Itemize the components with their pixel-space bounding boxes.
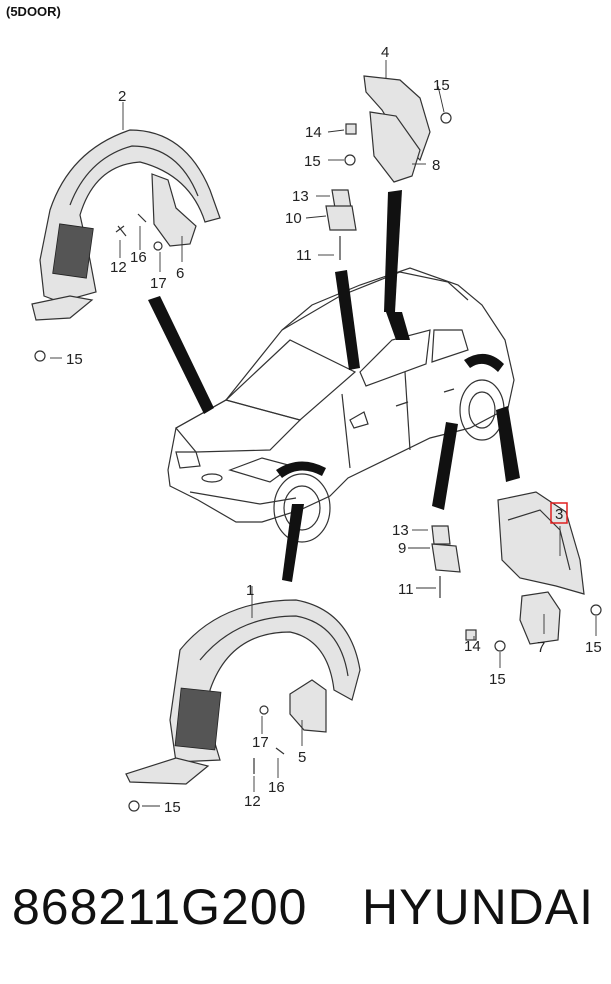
mud-flap-8 xyxy=(369,111,421,183)
side-mirror xyxy=(349,411,369,429)
guard-body-2 xyxy=(39,129,221,303)
windshield xyxy=(224,339,357,421)
bolt-16-b xyxy=(275,747,285,755)
rear-wheel-guard-3 xyxy=(497,491,585,595)
guard-flap-1 xyxy=(125,757,210,785)
callout-15-mid: 15 xyxy=(304,153,321,170)
mud-guard-6 xyxy=(151,173,197,247)
callout-17-top: 17 xyxy=(150,275,167,292)
callout-17-bottom: 17 xyxy=(252,734,269,751)
band-part4-tip xyxy=(386,312,410,340)
nut-17-a xyxy=(153,241,163,251)
rear-door-window xyxy=(431,329,469,363)
bracket-10 xyxy=(325,205,357,231)
callout-13-right: 13 xyxy=(392,522,409,539)
front-door-handle xyxy=(395,401,409,407)
wheel-guard-front-lower xyxy=(125,599,361,785)
guard-grille-1 xyxy=(174,687,222,751)
callout-15-right: 15 xyxy=(489,671,506,688)
callout-10: 10 xyxy=(285,210,302,227)
screw-15-c xyxy=(344,154,356,166)
callout-9: 9 xyxy=(398,540,406,557)
callout-3: 3 xyxy=(555,506,563,523)
rear-mud-flap-7 xyxy=(519,591,561,645)
rear-door-handle xyxy=(443,388,455,393)
bumper-line xyxy=(189,491,297,505)
rear-arch-highlight xyxy=(464,353,504,372)
screw-15-b xyxy=(440,112,452,124)
callout-2: 2 xyxy=(118,88,126,105)
guard-body-1 xyxy=(169,599,361,763)
callout-13-top: 13 xyxy=(292,188,309,205)
leader-lines xyxy=(50,60,597,807)
hood xyxy=(175,399,302,453)
callout-8: 8 xyxy=(432,157,440,174)
fasteners xyxy=(34,112,602,812)
callout-16-top: 16 xyxy=(130,249,147,266)
callout-1: 1 xyxy=(246,582,254,599)
car-body xyxy=(167,267,515,523)
bolt-16-a xyxy=(137,213,147,223)
callout-7: 7 xyxy=(537,639,545,656)
guard-rib-2 xyxy=(69,145,199,206)
guard-flap-2 xyxy=(31,295,94,321)
wheel-guard-front-upper xyxy=(31,129,221,321)
clip-13-b xyxy=(431,525,451,545)
variant-label: (5DOOR) xyxy=(6,4,61,19)
callout-12-top: 12 xyxy=(110,259,127,276)
guard-rib-1 xyxy=(199,615,349,677)
callout-6: 6 xyxy=(176,265,184,282)
part-number: 868211G200 xyxy=(12,879,308,935)
front-wheel xyxy=(273,473,331,543)
screw-15-a xyxy=(34,350,46,362)
front-door-window xyxy=(359,329,431,387)
band-part1 xyxy=(282,504,304,582)
brand-name: HYUNDAI xyxy=(362,879,595,935)
front-wheel-hub xyxy=(283,485,321,531)
callout-15-far-right: 15 xyxy=(585,639,602,656)
bolt-12-a xyxy=(115,225,127,237)
rear-guard-rib-3 xyxy=(507,509,571,571)
clip-14-a xyxy=(345,123,357,135)
rear-door-line xyxy=(404,371,411,451)
callout-15-left: 15 xyxy=(66,351,83,368)
band-part9 xyxy=(432,422,458,510)
callout-15-top: 15 xyxy=(433,77,450,94)
callout-labels: 2 4 15 14 15 8 13 10 11 12 16 17 6 15 1 … xyxy=(66,44,602,816)
callout-15-bottom: 15 xyxy=(164,799,181,816)
callout-11-right: 11 xyxy=(398,581,414,598)
band-part3 xyxy=(496,406,520,482)
band-part4 xyxy=(384,190,402,312)
screw-15-e xyxy=(590,604,602,616)
callout-14-top: 14 xyxy=(305,124,322,141)
callout-11-top: 11 xyxy=(296,247,312,264)
car-roof xyxy=(281,271,469,331)
rear-wheel-hub xyxy=(468,391,496,429)
mud-guard-5 xyxy=(289,679,327,733)
clip-14-b xyxy=(465,629,477,641)
band-part2 xyxy=(148,296,214,414)
guard-grille-2 xyxy=(52,223,94,279)
nut-17-b xyxy=(259,705,269,715)
callout-3-highlight-box xyxy=(550,502,568,524)
callout-12-bottom: 12 xyxy=(244,793,261,810)
front-arch-highlight xyxy=(276,461,326,478)
headlight-left xyxy=(175,451,201,469)
callout-14-right: 14 xyxy=(464,638,481,655)
screw-15-f xyxy=(494,640,506,652)
callout-4: 4 xyxy=(381,44,389,61)
front-door-line xyxy=(341,393,351,469)
car-illustration xyxy=(167,267,515,543)
callout-16-bottom: 16 xyxy=(268,779,285,796)
band-part10 xyxy=(335,270,360,370)
callout-5: 5 xyxy=(298,749,306,766)
screw-15-d xyxy=(128,800,140,812)
grille-badge xyxy=(201,473,223,483)
bracket-9 xyxy=(431,543,461,573)
locator-bands xyxy=(148,190,520,582)
